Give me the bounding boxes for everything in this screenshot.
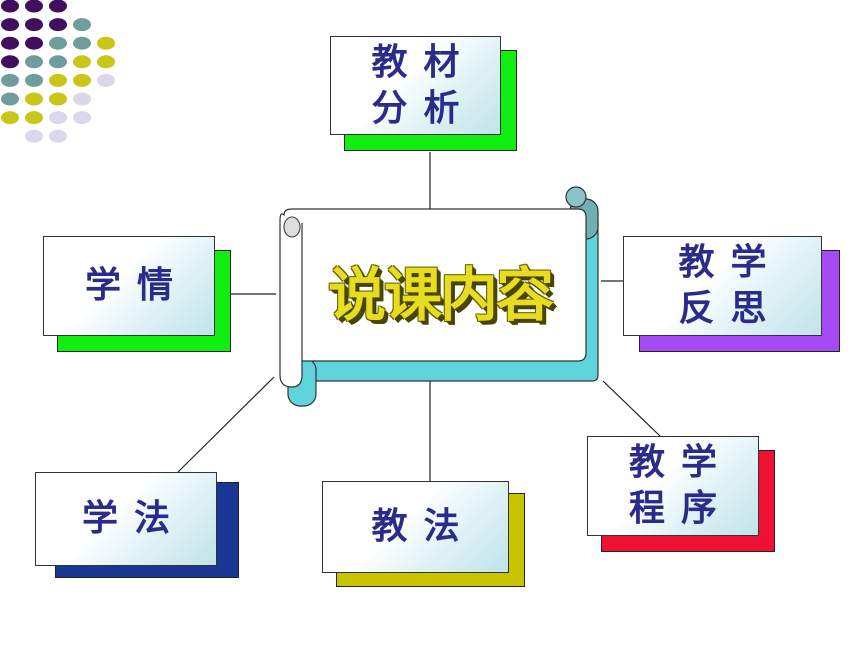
decorative-dot [25,36,43,50]
decorative-dot [1,0,19,13]
node-label: 教材 分析 [371,41,476,129]
node-label: 教学 反思 [678,242,783,329]
decorative-dot [1,18,19,32]
decorative-dot [49,129,67,143]
decorative-dot [49,111,67,125]
node-face: 教材 分析 [330,36,501,135]
connector-teaching-procedure [602,380,661,437]
decorative-dot [49,92,67,106]
node-face: 教法 [322,481,509,573]
decorative-dot [1,55,19,69]
connector-learning-methods [177,376,275,473]
node-face: 教学 程序 [587,436,759,536]
decorative-dot [1,111,19,125]
decorative-dot [25,129,43,143]
decorative-dot [97,55,115,69]
decorative-dot [25,0,43,13]
decorative-dot [97,36,115,50]
decorative-dot-grid [1,0,115,143]
node-face: 教学 反思 [623,236,822,336]
decorative-dot [73,36,91,50]
node-label: 学法 [81,498,186,539]
scroll-front-sheet [279,208,587,388]
decorative-dot [25,92,43,106]
node-face: 学情 [43,236,215,336]
decorative-dot [1,73,19,87]
decorative-dot [49,18,67,32]
center-scroll-banner [279,186,599,407]
decorative-dot [73,92,91,106]
scroll-left-curl [283,216,301,238]
decorative-dot [49,36,67,50]
decorative-dot [49,55,67,69]
node-label: 教法 [371,506,476,547]
scroll-top-roll-end [565,186,587,208]
decorative-dot [73,18,91,32]
node-label: 学情 [84,265,189,306]
decorative-dot [73,55,91,69]
decorative-dot [1,36,19,50]
node-label: 教学 程序 [628,442,733,529]
decorative-dot [73,73,91,87]
decorative-dot [1,92,19,106]
decorative-dot [97,73,115,87]
decorative-dot [49,73,67,87]
decorative-dot [25,55,43,69]
decorative-dot [25,73,43,87]
decorative-dot [73,111,91,125]
node-face: 学法 [35,472,217,566]
decorative-dot [25,111,43,125]
decorative-dot [25,18,43,32]
decorative-dot [49,0,67,13]
center-title: 说课内容 [327,261,554,329]
